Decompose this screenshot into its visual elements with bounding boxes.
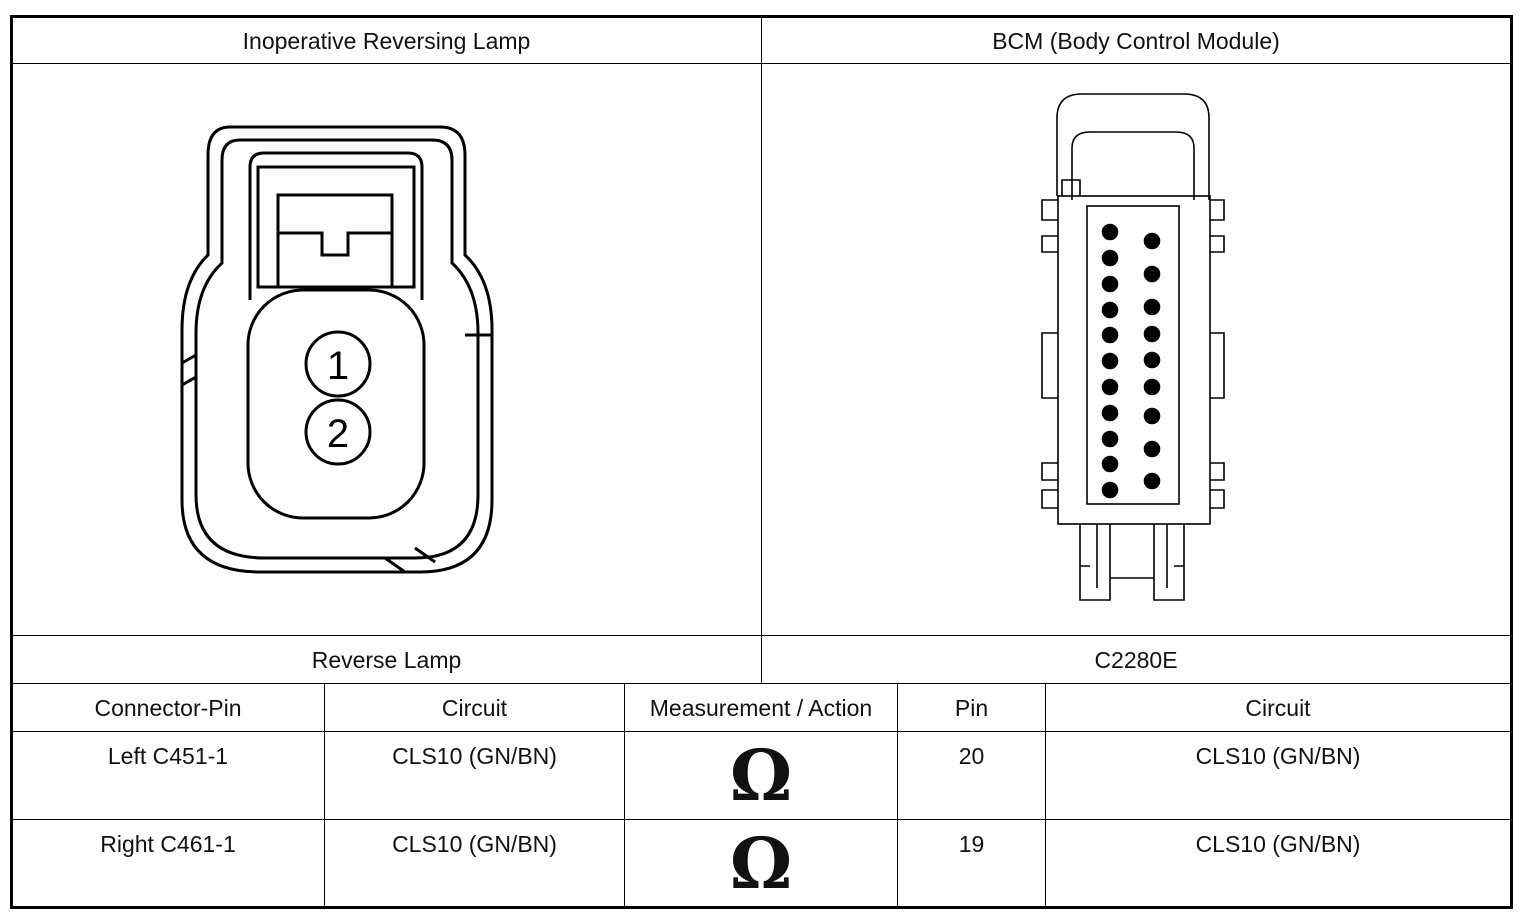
row1-pin: 20	[958, 743, 985, 769]
col-header-circuit: Circuit	[441, 695, 508, 721]
bcm-pin-11-label: 11	[1106, 461, 1115, 469]
bcm-pin-14-label: 14	[1106, 384, 1115, 392]
bcm-pin-12-label: 12	[1106, 436, 1115, 444]
bcm-pin-7-label: 7	[1150, 304, 1154, 312]
left-section-title: Inoperative Reversing Lamp	[242, 28, 531, 54]
col-header-pin: Pin	[954, 695, 989, 721]
row1-connector-pin: Left C451-1	[107, 743, 229, 769]
pin-2-label: 2	[327, 412, 349, 456]
col-divider-4	[1045, 683, 1046, 907]
bcm-connector-diagram: 20 19 18 17 16 15 14 13 12 11 10 9 8 7 6…	[1041, 93, 1225, 601]
pin-1-label: 1	[327, 344, 349, 388]
col-divider-2	[624, 683, 625, 907]
right-section-title: BCM (Body Control Module)	[992, 28, 1280, 54]
col-header-connector-pin: Connector-Pin	[94, 695, 242, 721]
bcm-pin-13-label: 13	[1106, 410, 1115, 418]
row2-circuit: CLS10 (GN/BN)	[392, 831, 557, 857]
bcm-pin-2-label: 2	[1150, 446, 1154, 454]
col-header-bcm-circuit: Circuit	[1245, 695, 1311, 721]
bcm-pin-6-label: 6	[1150, 331, 1155, 339]
bcm-pin-4-label: 4	[1150, 384, 1155, 392]
left-connector-name: Reverse Lamp	[311, 647, 462, 673]
row1-circuit: CLS10 (GN/BN)	[392, 743, 557, 769]
table-frame	[10, 15, 1513, 909]
reverse-lamp-connector-diagram: 1 2	[180, 125, 494, 574]
bcm-pin-1-label: 1	[1150, 478, 1154, 486]
bcm-pin-9-label: 9	[1150, 238, 1154, 246]
bcm-pin-15-label: 15	[1106, 358, 1115, 366]
row1-ohm-icon: Ω	[729, 734, 793, 817]
row2-ohm-icon: Ω	[729, 822, 793, 905]
bcm-pin-16-label: 16	[1106, 332, 1115, 340]
row1-bcm-circuit: CLS10 (GN/BN)	[1195, 743, 1361, 769]
bcm-pin-10-label: 10	[1106, 487, 1115, 495]
bcm-pin-8-label: 8	[1150, 271, 1154, 279]
bcm-pin-18-label: 18	[1106, 281, 1115, 289]
row2-connector-pin: Right C461-1	[100, 831, 236, 857]
row2-bcm-circuit: CLS10 (GN/BN)	[1195, 831, 1361, 857]
bcm-pin-17-label: 17	[1106, 307, 1115, 315]
bcm-pin-20-label: 20	[1106, 229, 1115, 237]
bcm-pin-19-label: 19	[1106, 255, 1115, 263]
column-header-divider	[12, 731, 1510, 732]
bcm-pin-3-label: 3	[1150, 413, 1154, 421]
row2-pin: 19	[958, 831, 985, 857]
col-divider-3	[897, 683, 898, 907]
row-divider	[12, 819, 1510, 820]
col-header-measurement: Measurement / Action	[649, 695, 873, 721]
right-connector-name: C2280E	[1094, 647, 1178, 673]
col-divider-1	[324, 683, 325, 907]
top-section-divider	[761, 17, 762, 684]
bcm-pin-5-label: 5	[1150, 357, 1154, 365]
